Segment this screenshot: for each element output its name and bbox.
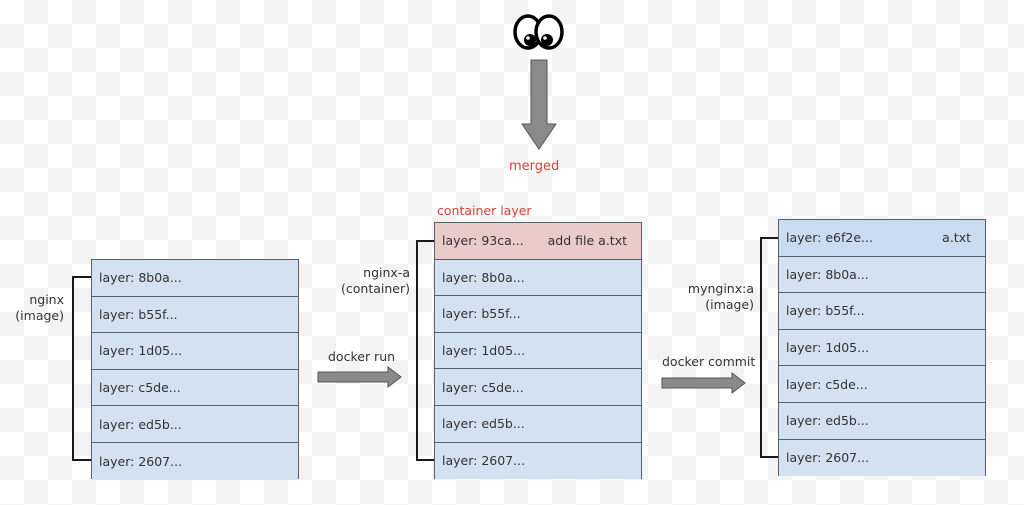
right-arrow-icon <box>317 365 402 389</box>
layer-note: a.txt <box>942 230 971 246</box>
image-kind: (image) <box>705 297 754 312</box>
layer-label: layer: b55f... <box>99 306 178 322</box>
container-kind: (container) <box>341 281 410 296</box>
layer-label: layer: b55f... <box>442 306 521 322</box>
image-name: nginx <box>29 292 64 307</box>
layer-row: layer: ed5b... <box>435 405 641 443</box>
nginx-bracket <box>72 276 92 461</box>
container-layer-row: layer: 93ca... add file a.txt <box>435 223 641 260</box>
layer-label: layer: 8b0a... <box>442 269 525 285</box>
nginx-layer-stack: layer: 8b0a... layer: b55f... layer: 1d0… <box>91 259 299 480</box>
eyes-icon <box>513 14 564 50</box>
layer-row: layer: 1d05... <box>435 332 641 370</box>
layer-row: layer: 8b0a... <box>435 259 641 297</box>
down-arrow-icon <box>521 59 557 150</box>
layer-label: layer: 1d05... <box>442 343 526 359</box>
layer-label: layer: c5de... <box>442 379 524 395</box>
layer-row: layer: 2607... <box>92 442 298 480</box>
docker-commit-label: docker commit <box>662 354 756 369</box>
layer-note: add file a.txt <box>547 233 627 249</box>
layer-row: layer: b55f... <box>779 293 985 330</box>
container-name: nginx-a <box>363 265 410 280</box>
layer-label: layer: c5de... <box>786 376 868 392</box>
container-layer-caption: container layer <box>437 203 532 218</box>
layer-label: layer: ed5b... <box>99 416 182 432</box>
layer-row: layer: c5de... <box>435 369 641 406</box>
layer-label: layer: 2607... <box>99 453 183 469</box>
layer-label: layer: e6f2e... <box>786 230 873 246</box>
layer-row: layer: b55f... <box>435 296 641 333</box>
layer-row: layer: 8b0a... <box>779 256 985 294</box>
layer-row: layer: 1d05... <box>92 333 298 370</box>
layer-row: layer: b55f... <box>92 296 298 334</box>
committed-layer-row: layer: e6f2e... a.txt <box>779 220 985 257</box>
layer-label: layer: ed5b... <box>442 416 525 432</box>
layer-label: layer: ed5b... <box>786 413 869 429</box>
committed-image-layer-stack: layer: e6f2e... a.txt layer: 8b0a... lay… <box>778 219 986 477</box>
container-name-label: nginx-a (container) <box>340 265 410 297</box>
layer-row: layer: ed5b... <box>779 402 985 440</box>
layer-label: layer: b55f... <box>786 303 865 319</box>
layer-row: layer: ed5b... <box>92 406 298 443</box>
layer-label: layer: 2607... <box>442 453 526 469</box>
layer-row: layer: c5de... <box>92 369 298 407</box>
layer-label: layer: 1d05... <box>786 340 870 356</box>
layer-row: layer: 1d05... <box>779 329 985 367</box>
layer-row: layer: 2607... <box>435 442 641 480</box>
layer-label: layer: 8b0a... <box>786 266 869 282</box>
layer-row: layer: 8b0a... <box>92 260 298 297</box>
layer-row: layer: 2607... <box>779 439 985 477</box>
container-layer-stack: layer: 93ca... add file a.txt layer: 8b0… <box>434 222 642 480</box>
layer-label: layer: c5de... <box>99 380 181 396</box>
committed-image-bracket <box>760 237 779 458</box>
image-kind: (image) <box>15 308 64 323</box>
image-name: mynginx:a <box>687 281 754 296</box>
merged-label: merged <box>509 159 560 174</box>
layer-label: layer: 8b0a... <box>99 270 182 286</box>
layer-label: layer: 1d05... <box>99 343 183 359</box>
nginx-name-label: nginx (image) <box>10 292 64 324</box>
layer-label: layer: 93ca... <box>442 233 524 249</box>
right-arrow-icon <box>661 371 746 395</box>
committed-image-name-label: mynginx:a (image) <box>686 281 754 313</box>
layer-row: layer: c5de... <box>779 366 985 403</box>
container-bracket <box>416 240 435 461</box>
docker-run-label: docker run <box>328 349 396 364</box>
layer-label: layer: 2607... <box>786 450 870 466</box>
